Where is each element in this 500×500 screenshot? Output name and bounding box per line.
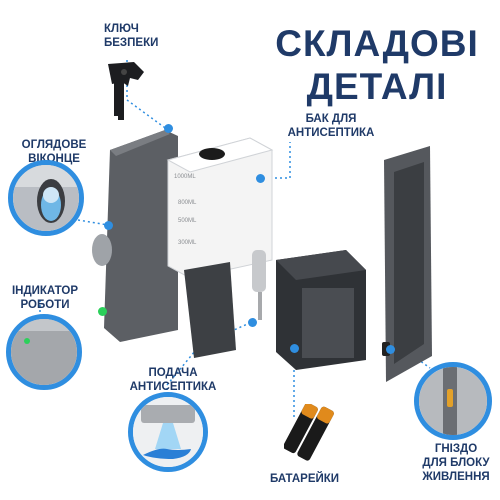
battery-marker-dot: [290, 344, 299, 353]
feed-label-line-2: АНТИСЕПТИКА: [129, 381, 217, 393]
page-title: СКЛАДОВІ ДЕТАЛІ: [262, 22, 492, 108]
antiseptic-tank: 1000ML 800ML 500ML 300ML: [166, 137, 274, 279]
power-label-line-1: ГНІЗДО: [434, 443, 478, 455]
tank-mark-300: 300ML: [178, 240, 197, 246]
back-panel: [382, 146, 432, 382]
power-label: ГНІЗДО ДЛЯ БЛОКУ ЖИВЛЕННЯ: [418, 442, 494, 484]
battery-icon: [284, 404, 334, 461]
power-label-line-3: ЖИВЛЕННЯ: [422, 471, 490, 483]
key-label-line-1: КЛЮЧ: [104, 23, 139, 35]
front-cover: [92, 130, 178, 342]
electronics-box: [276, 250, 366, 370]
hand-spray-icon: [128, 392, 208, 472]
key-label-line-2: БЕЗПЕКИ: [104, 37, 159, 49]
tank-mark-1000: 1000ML: [174, 174, 196, 180]
indicator-label-line-2: РОБОТИ: [20, 299, 70, 311]
power-marker-dot: [386, 345, 395, 354]
indicator-label: ІНДИКАТОР РОБОТИ: [6, 284, 84, 312]
dispenser-exploded-view: 1000ML 800ML 500ML 300ML: [92, 130, 432, 382]
tank-mark-500: 500ML: [178, 218, 197, 224]
feed-label: ПОДАЧА АНТИСЕПТИКА: [128, 366, 218, 394]
window-label-line-1: ОГЛЯДОВЕ: [21, 139, 87, 151]
tank-label-line-2: АНТИСЕПТИКА: [287, 127, 375, 139]
feed-marker-dot: [248, 318, 257, 327]
viewing-window-icon: [8, 160, 84, 236]
batteries-label: БАТАРЕЙКИ: [270, 473, 340, 485]
tank-label: БАК ДЛЯ АНТИСЕПТИКА: [283, 112, 379, 140]
tank-marker-dot: [256, 174, 265, 183]
indicator-marker-dot: [98, 307, 107, 316]
key-label: КЛЮЧ БЕЗПЕКИ: [104, 22, 158, 50]
indicator-label-line-1: ІНДИКАТОР: [11, 285, 79, 297]
title-line-2: ДЕТАЛІ: [306, 66, 448, 107]
pump: [252, 250, 266, 320]
power-label-line-2: ДЛЯ БЛОКУ: [422, 457, 490, 469]
key-marker-dot: [164, 124, 173, 133]
title-line-1: СКЛАДОВІ: [275, 23, 479, 64]
inner-bracket: [184, 262, 236, 358]
tank-mark-800: 800ML: [178, 200, 197, 206]
indicator-led-icon: [6, 314, 82, 390]
feed-label-line-1: ПОДАЧА: [148, 367, 198, 379]
window-marker-dot: [104, 221, 113, 230]
key-icon: [108, 62, 144, 120]
power-socket-icon: [414, 362, 492, 440]
tank-label-line-1: БАК ДЛЯ: [305, 113, 357, 125]
